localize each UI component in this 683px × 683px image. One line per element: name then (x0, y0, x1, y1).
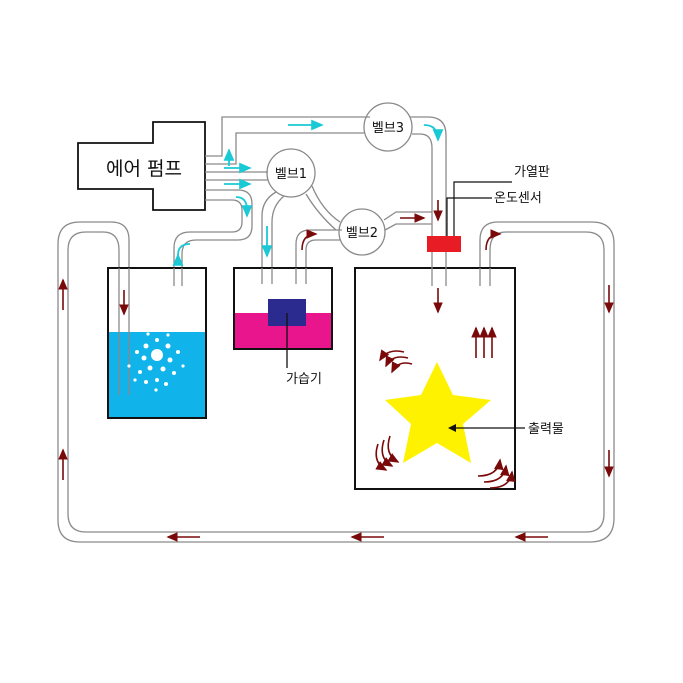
water-tank-liquid (108, 332, 206, 418)
valve3-outlet (410, 116, 447, 236)
water-tank (107, 267, 207, 419)
humidifier-tank (233, 267, 333, 350)
supply-pipes (173, 116, 370, 268)
output-pointer-head (448, 424, 456, 432)
valve-3-label: 벨브3 (372, 121, 404, 136)
temp-sensor-pointer (446, 197, 492, 236)
valve-1-label: 벨브1 (275, 167, 307, 182)
heater-label: 가열판 (514, 165, 550, 180)
valve-3 (363, 102, 413, 152)
heater-plate (427, 236, 461, 252)
cyan-flow-arrows (172, 119, 444, 266)
return-loop (57, 221, 615, 543)
temp-sensor-label: 온도센서 (494, 191, 542, 206)
air-pump-label: 에어 펌프 (106, 158, 182, 180)
red-flow-arrows (58, 200, 614, 542)
valve-2-label: 벨브2 (346, 226, 378, 241)
air-bubbles (127, 332, 185, 392)
valve-1 (266, 148, 316, 198)
valve1-outlets (261, 185, 341, 268)
tank2-tubes (261, 268, 307, 284)
tank1-tubes (118, 268, 183, 395)
output-label: 출력물 (528, 422, 564, 437)
valve-2 (338, 208, 386, 256)
air-pump (77, 121, 206, 211)
output-star (385, 362, 491, 463)
humidifier-label: 가습기 (286, 372, 322, 387)
heater-pointer (453, 181, 512, 236)
